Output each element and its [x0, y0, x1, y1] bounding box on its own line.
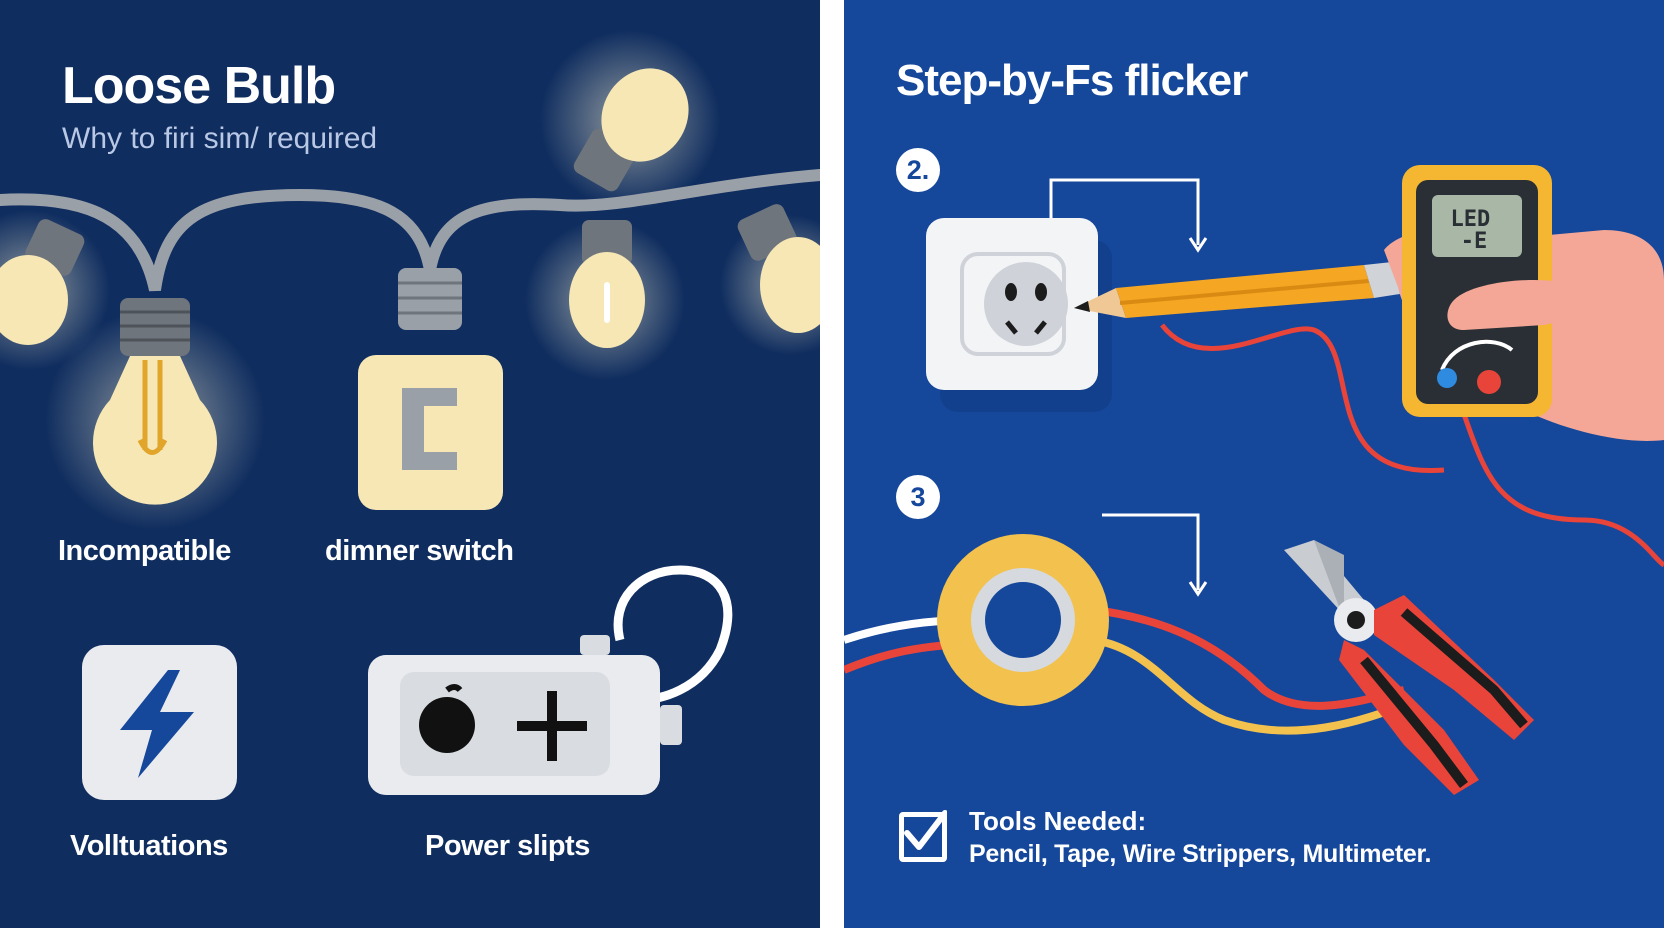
dimmer-switch-icon	[358, 268, 503, 510]
string-lights-illustration	[0, 30, 820, 800]
incompatible-bulb-icon	[92, 298, 217, 505]
checkbox-icon	[899, 810, 947, 862]
label-power-strips: Power slipts	[425, 830, 590, 862]
light-string-wire	[0, 169, 820, 292]
tools-list: Pencil, Tape, Wire Strippers, Multimeter…	[969, 840, 1432, 868]
bulb-hanging-icon	[569, 220, 645, 348]
step-number-3: 3	[896, 475, 940, 519]
panel-divider	[820, 0, 844, 928]
pencil-icon	[1074, 260, 1430, 318]
bulb-top-icon	[573, 68, 689, 192]
yellow-wire-right	[1093, 636, 1406, 735]
causes-panel: Loose Bulb Why to firi sim/ required Inc…	[0, 0, 820, 928]
bulb-left-edge-icon	[0, 219, 85, 345]
multimeter-display-text: LED -E	[1451, 207, 1504, 254]
electrical-tape-icon	[937, 534, 1109, 706]
steps-title: Step-by-Fs flicker	[896, 56, 1248, 105]
red-wire-right	[1093, 606, 1405, 710]
label-incompatible: Incompatible	[58, 535, 231, 567]
repair-steps-illustration: LED -E	[844, 165, 1664, 795]
tools-title: Tools Needed:	[969, 806, 1147, 836]
voltage-fluctuation-icon	[82, 645, 237, 800]
wire-strippers-icon	[1284, 540, 1534, 795]
power-strip-icon	[368, 565, 733, 795]
label-dimmer-switch: dimner switch	[325, 535, 514, 567]
causes-title: Loose Bulb	[62, 57, 336, 115]
multimeter-icon	[1402, 165, 1578, 417]
bulb-right-edge-icon	[737, 204, 820, 333]
wall-outlet-icon	[926, 218, 1112, 412]
label-voltage: Volltuations	[70, 830, 228, 862]
arrow-step-3-icon	[1102, 513, 1200, 590]
causes-subtitle: Why to firi sim/ required	[62, 122, 378, 155]
steps-panel: LED -E Step-by-Fs flicker 2. 3	[844, 0, 1664, 928]
arrow-step-2-icon	[1049, 178, 1200, 245]
step-number-2: 2.	[896, 148, 940, 192]
